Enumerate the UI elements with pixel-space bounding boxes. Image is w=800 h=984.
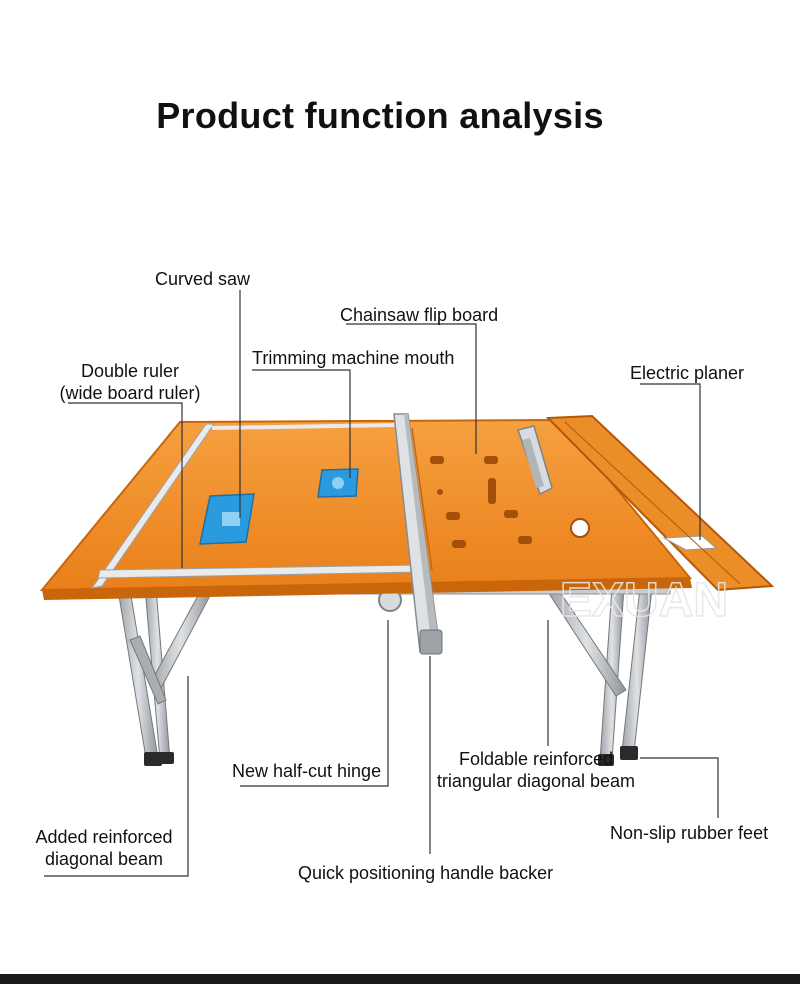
label-double-ruler: Double ruler (wide board ruler): [58, 360, 202, 404]
label-foldable-beam: Foldable reinforced triangular diagonal …: [436, 748, 636, 792]
label-added-beam: Added reinforced diagonal beam: [34, 826, 174, 870]
back-ruler: [211, 423, 399, 430]
leader-hinge: [240, 620, 389, 787]
foot-right-a: [620, 746, 638, 760]
label-added-beam-line1: Added reinforced: [35, 827, 173, 847]
label-new-half-cut-hinge: New half-cut hinge: [232, 761, 382, 781]
page-title: Product function analysis: [156, 95, 604, 136]
foot-left-a: [144, 752, 162, 766]
leader-planer: [640, 383, 701, 540]
foot-left-b: [158, 752, 174, 764]
flip-slot-5: [452, 540, 466, 548]
flip-slot-3: [446, 512, 460, 520]
double-ruler-side: [90, 423, 215, 589]
label-curved-saw: Curved saw: [155, 269, 251, 289]
foot-right-b: [598, 754, 614, 766]
leader-chainsaw: [346, 323, 477, 454]
table-top-front-edge: [42, 578, 692, 600]
label-electric-planer: Electric planer: [630, 363, 745, 383]
watermark-text: EXUAN: [560, 574, 728, 627]
flip-slot-2: [484, 456, 498, 464]
flip-slot-1: [430, 456, 444, 464]
flip-slot-4: [504, 510, 518, 518]
saw-blade-guard: [522, 438, 544, 488]
leg-left-brace-2: [129, 635, 167, 705]
planer-guide-line: [564, 421, 741, 585]
leader-added-beam: [44, 676, 189, 877]
curved-saw-slot: [222, 512, 240, 526]
bottom-bar: [0, 974, 800, 984]
label-trimming-machine-mouth: Trimming machine mouth: [252, 348, 455, 368]
label-non-slip-feet: Non-slip rubber feet: [610, 823, 769, 843]
flip-small-hole: [437, 489, 443, 495]
label-quick-positioning: Quick positioning handle backer: [298, 863, 554, 883]
leader-feet: [640, 757, 719, 818]
flip-board-divider: [411, 427, 433, 571]
leader-double-ruler: [68, 402, 183, 568]
label-foldable-beam-line2: triangular diagonal beam: [436, 771, 636, 791]
fence-bar-shadow: [404, 414, 440, 650]
table-top: [39, 413, 775, 655]
flip-long-slot: [488, 478, 496, 504]
label-added-beam-line2: diagonal beam: [44, 849, 164, 869]
electric-planer-board: [545, 414, 775, 592]
chainsaw-flip-board: [411, 427, 590, 571]
quick-positioning-fence: [393, 413, 443, 655]
trimming-hole: [332, 477, 344, 489]
label-chainsaw-flip-board: Chainsaw flip board: [340, 305, 499, 325]
label-double-ruler-line1: Double ruler: [80, 361, 180, 381]
label-double-ruler-line2: (wide board ruler): [59, 383, 201, 403]
label-foldable-beam-line1: Foldable reinforced: [458, 749, 614, 769]
fence-handle: [419, 629, 443, 655]
flip-slot-6: [518, 536, 532, 544]
saw-blade: [517, 425, 553, 496]
leader-lines: [44, 290, 719, 877]
flip-round-hole: [570, 518, 590, 538]
leader-trimming: [252, 369, 351, 478]
